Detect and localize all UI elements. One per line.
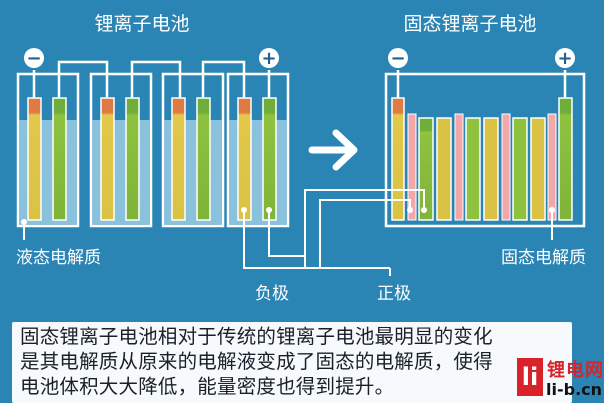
left-title: 锂离子电池 (94, 13, 189, 35)
positive-electrode-label: 正极 (377, 284, 411, 304)
logo-mark: li (517, 358, 543, 396)
caption-box: 固态锂离子电池相对于传统的锂离子电池最明显的变化 是其电解质从原来的电解液变成了… (12, 322, 572, 403)
cell-4 (226, 72, 290, 228)
positive-terminal-icon (555, 48, 575, 68)
svg-text:+: + (557, 48, 572, 69)
negative-terminal-icon (24, 48, 44, 68)
liquid-electrolyte-label: 液态电解质 (16, 248, 101, 268)
arrow-right-icon (308, 129, 358, 171)
watermark-logo: li 锂电网 li-b.cn (517, 354, 604, 403)
positive-electrode (52, 97, 67, 221)
solid-electrolyte-label: 固态电解质 (501, 248, 586, 268)
caption-line-3: 电池体积大大降低，能量密度也得到提升。 (20, 375, 395, 398)
positive-terminal-icon (259, 48, 279, 68)
logo-name: 锂电网 (547, 360, 604, 381)
caption-line-2: 是其电解质从原来的电解液变成了固态的电解质，使得 (20, 350, 493, 373)
liquid-battery-pack: − + (16, 48, 290, 240)
svg-text:−: − (26, 48, 41, 69)
caption-line-1: 固态锂离子电池相对于传统的锂离子电池最明显的变化 (20, 325, 493, 348)
cell-3 (161, 72, 225, 228)
negative-electrode-label: 负极 (255, 284, 289, 304)
solid-battery-pack: − + (384, 48, 586, 240)
svg-text:−: − (390, 48, 405, 69)
negative-electrode (27, 97, 42, 221)
negative-leader-line (243, 199, 411, 269)
negative-terminal-icon (388, 48, 408, 68)
svg-text:+: + (261, 48, 276, 69)
series-wires (57, 60, 246, 98)
cell-1 (16, 72, 80, 228)
cell-2 (89, 72, 153, 228)
logo-url: li-b.cn (546, 380, 603, 399)
right-title: 固态锂离子电池 (403, 13, 536, 35)
